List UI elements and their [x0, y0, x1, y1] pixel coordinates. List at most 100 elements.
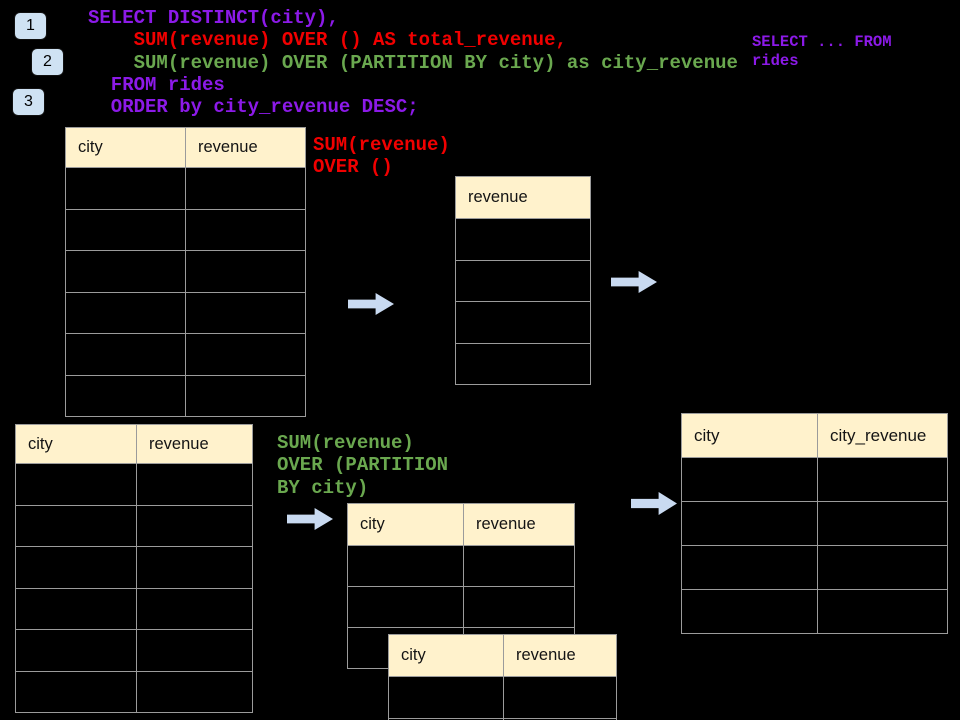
table-cell — [185, 167, 306, 210]
table-total-revenue-result: revenue — [455, 176, 591, 385]
table-cell — [185, 291, 306, 334]
table-cell — [681, 589, 818, 634]
table-row — [681, 589, 948, 634]
table-cell — [455, 259, 591, 302]
flow-arrow-icon — [611, 271, 657, 293]
flow-arrow-icon — [631, 492, 677, 515]
table-cell — [65, 167, 186, 210]
table-cell — [347, 545, 464, 587]
column-header: revenue — [136, 424, 253, 464]
column-header: revenue — [185, 127, 306, 168]
code-line: BY city) — [277, 476, 369, 499]
table-cell — [681, 457, 818, 502]
sql-query-code: SELECT DISTINCT(city), SUM(revenue) OVER… — [88, 7, 738, 118]
table-cell — [15, 587, 137, 630]
table-row — [65, 291, 306, 334]
table-cell — [817, 545, 948, 590]
table-cell — [185, 374, 306, 417]
code-line: FROM rides — [88, 73, 225, 96]
column-header: city — [347, 503, 464, 546]
table-cell — [185, 333, 306, 376]
table-row — [681, 457, 948, 502]
table-cell — [817, 501, 948, 546]
table-cell — [136, 629, 253, 672]
table-cell — [65, 208, 186, 251]
column-header: city_revenue — [817, 413, 948, 458]
table-cell — [817, 589, 948, 634]
table-row — [15, 670, 253, 713]
table-cell — [347, 586, 464, 628]
table-row — [388, 717, 617, 720]
table-row — [455, 342, 591, 385]
flow-arrow-icon — [287, 508, 333, 530]
table-cell — [15, 546, 137, 589]
table-row — [347, 586, 575, 628]
table-cell — [463, 586, 575, 628]
code-line: OVER () — [313, 156, 393, 179]
table-row — [455, 301, 591, 344]
table-row — [15, 546, 253, 589]
column-header: city — [388, 634, 504, 677]
table-cell — [15, 463, 137, 506]
table-cell — [817, 457, 948, 502]
code-line: OVER (PARTITION — [277, 454, 449, 477]
table-row — [15, 587, 253, 630]
table-cell — [455, 301, 591, 344]
table-cell — [136, 546, 253, 589]
column-header: city — [15, 424, 137, 464]
table-cell — [185, 250, 306, 293]
step-badge-2: 2 — [31, 48, 64, 76]
table-row — [15, 504, 253, 547]
step-badge-3: 3 — [12, 88, 45, 116]
table-cell — [65, 250, 186, 293]
table-row — [681, 545, 948, 590]
table-row — [65, 167, 306, 210]
table-row — [65, 250, 306, 293]
table-cell — [65, 374, 186, 417]
column-header: city — [681, 413, 818, 458]
code-line: SELECT ... FROM — [752, 33, 892, 51]
code-line: SUM(revenue) — [313, 134, 450, 156]
table-row — [15, 629, 253, 672]
table-cell — [455, 342, 591, 385]
table-cell — [136, 587, 253, 630]
data-table: revenue — [455, 176, 591, 385]
step-badge-1: 1 — [14, 12, 47, 40]
table-row — [347, 545, 575, 587]
column-header: revenue — [503, 634, 617, 677]
table-cell — [15, 670, 137, 713]
column-header: city — [65, 127, 186, 168]
code-line: rides — [752, 52, 799, 70]
table-cell — [681, 545, 818, 590]
table-row — [65, 333, 306, 376]
code-line: SUM(revenue) OVER () AS total_revenue, — [88, 29, 567, 52]
table-row — [455, 218, 591, 261]
table-cell — [136, 463, 253, 506]
table-cell — [15, 629, 137, 672]
column-header: revenue — [463, 503, 575, 546]
table-cell — [681, 501, 818, 546]
column-header: revenue — [455, 176, 591, 219]
table-cell — [136, 670, 253, 713]
table-row — [15, 463, 253, 506]
table-cell — [15, 504, 137, 547]
table-cell — [136, 504, 253, 547]
table-row — [65, 208, 306, 251]
code-line: SUM(revenue) OVER (PARTITION BY city) as… — [88, 51, 738, 74]
annotation-total-revenue: SUM(revenue)OVER () — [313, 134, 450, 179]
flow-arrow-icon — [348, 293, 394, 315]
code-line: SELECT DISTINCT(city), — [88, 7, 339, 29]
code-line: SUM(revenue) — [277, 432, 414, 454]
table-cell — [463, 545, 575, 587]
table-cell — [503, 676, 617, 719]
table-cell — [388, 676, 504, 719]
